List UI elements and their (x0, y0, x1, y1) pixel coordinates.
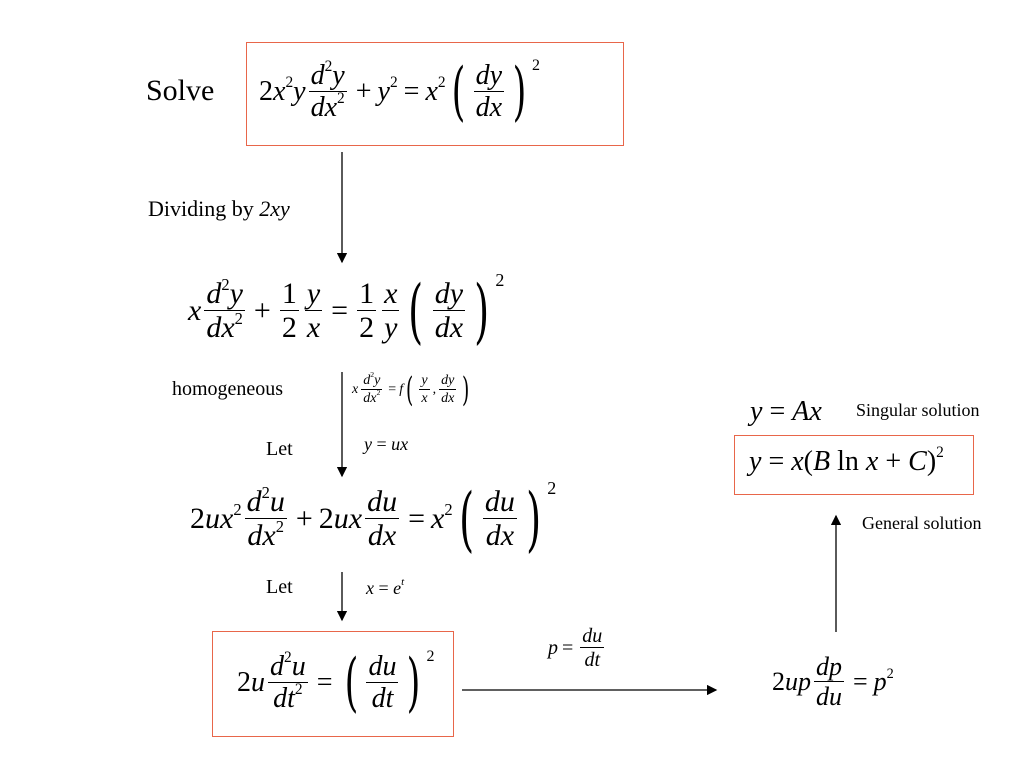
substitution-x-et: x = et (366, 576, 405, 598)
let-label-1: Let (266, 438, 293, 460)
singular-solution-label: Singular solution (856, 400, 980, 420)
substitution-y-ux: y = ux (364, 434, 409, 454)
let-label-2: Let (266, 576, 293, 598)
singular-solution: y = Ax (750, 396, 822, 427)
general-solution: y = x(B ln x + C)2 (749, 444, 944, 477)
dividing-label: Dividing by 2xy (148, 196, 290, 221)
general-solution-box: y = x(B ln x + C)2 (734, 435, 974, 495)
solve-label: Solve (146, 74, 215, 107)
general-solution-label: General solution (862, 513, 982, 533)
homogeneous-label: homogeneous (172, 378, 284, 400)
